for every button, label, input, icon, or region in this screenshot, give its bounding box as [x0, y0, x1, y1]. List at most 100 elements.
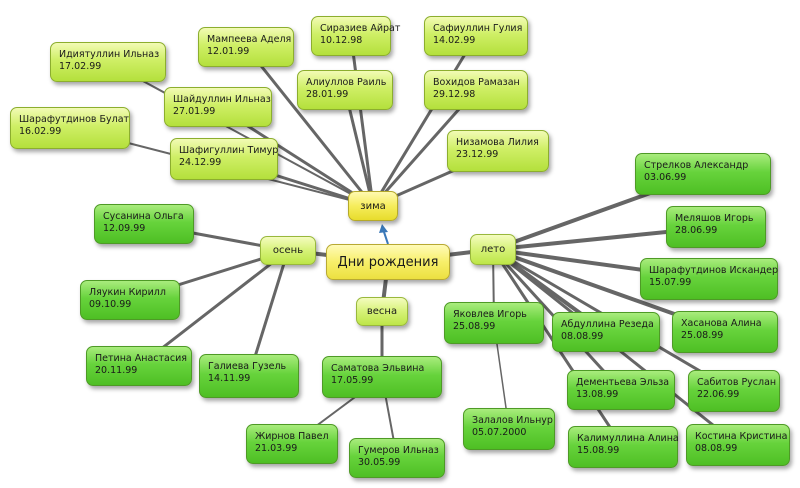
person-birthday: 09.10.99 [89, 299, 132, 310]
person-birthday: 24.12.99 [179, 157, 222, 168]
person-name: Ляукин Кирилл [89, 287, 166, 298]
person-card[interactable]: Жирнов Павел 21.03.99 [246, 424, 338, 464]
person-birthday: 27.01.99 [173, 106, 216, 117]
person-name: Стрелков Александр [644, 160, 749, 171]
person-name: Идиятуллин Ильназ [59, 49, 160, 60]
person-name: Петина Анастасия [95, 353, 187, 364]
person-name: Алиуллов Раиль [306, 77, 387, 88]
person-name: Вохидов Рамазан [433, 77, 520, 88]
person-birthday: 13.08.99 [576, 389, 619, 400]
season-summer-label: лето [480, 244, 506, 255]
person-card[interactable]: Стрелков Александр 03.06.99 [635, 153, 771, 195]
central-topic-label: Дни рождения [337, 254, 439, 270]
person-card[interactable]: Шайдуллин Ильназ 27.01.99 [164, 87, 272, 127]
winter-arrow-head [379, 224, 388, 233]
season-winter-label: зима [360, 200, 386, 212]
season-spring[interactable]: весна [356, 297, 408, 326]
person-birthday: 21.03.99 [255, 443, 298, 454]
person-name: Сабитов Руслан [697, 377, 777, 388]
person-name: Залалов Ильнур [472, 415, 553, 426]
person-birthday: 17.05.99 [331, 375, 374, 386]
person-birthday: 28.06.99 [675, 225, 718, 236]
person-birthday: 15.07.99 [649, 277, 692, 288]
person-birthday: 12.01.99 [207, 46, 250, 57]
person-card[interactable]: Мампеева Аделя 12.01.99 [198, 27, 294, 67]
person-card[interactable]: Саматова Эльвина 17.05.99 [322, 356, 442, 398]
person-card[interactable]: Шафигуллин Тимур 24.12.99 [170, 138, 278, 180]
person-birthday: 10.12.98 [320, 35, 363, 46]
person-card[interactable]: Костина Кристина 08.08.99 [686, 424, 790, 466]
person-name: Хасанова Алина [681, 318, 762, 329]
person-card[interactable]: Яковлев Игорь 25.08.99 [444, 302, 544, 344]
person-card[interactable]: Сабитов Руслан 22.06.99 [688, 370, 780, 412]
person-birthday: 16.02.99 [19, 126, 62, 137]
person-birthday: 25.08.99 [681, 330, 724, 341]
person-birthday: 17.02.99 [59, 61, 102, 72]
person-card[interactable]: Петина Анастасия 20.11.99 [86, 346, 192, 386]
person-birthday: 29.12.98 [433, 89, 476, 100]
person-card[interactable]: Калимуллина Алина 15.08.99 [568, 426, 679, 468]
person-name: Сиразиев Айрат [320, 23, 401, 34]
connector-winter-siraziev [349, 34, 375, 208]
season-summer[interactable]: лето [470, 234, 516, 265]
person-name: Галиева Гузель [208, 361, 287, 372]
person-name: Шарафутдинов Булат [19, 114, 130, 125]
person-card[interactable]: Ляукин Кирилл 09.10.99 [80, 280, 180, 320]
person-card[interactable]: Вохидов Рамазан 29.12.98 [424, 70, 528, 110]
person-card[interactable]: Галиева Гузель 14.11.99 [199, 354, 299, 398]
person-birthday: 05.07.2000 [472, 427, 527, 438]
person-birthday: 23.12.99 [456, 149, 499, 160]
person-name: Шайдуллин Ильназ [173, 94, 271, 105]
person-card[interactable]: Низамова Лилия 23.12.99 [447, 130, 549, 172]
person-name: Костина Кристина [695, 431, 788, 442]
person-name: Шафигуллин Тимур [179, 145, 279, 156]
person-card[interactable]: Сафиуллин Гулия 14.02.99 [424, 16, 528, 56]
person-birthday: 20.11.99 [95, 365, 138, 376]
person-name: Яковлев Игорь [453, 309, 527, 320]
person-name: Калимуллина Алина [577, 433, 679, 444]
person-card[interactable]: Алиуллов Раиль 28.01.99 [297, 70, 393, 110]
person-card[interactable]: Шарафутдинов Искандер 15.07.99 [640, 258, 778, 300]
person-name: Саматова Эльвина [331, 363, 425, 374]
connector-winter-safiullin_g [371, 34, 478, 208]
person-birthday: 12.09.99 [103, 223, 146, 234]
connector-winter-mampeeva [244, 45, 375, 208]
person-name: Гумеров Ильназ [358, 445, 439, 456]
winter-arrow-line [383, 231, 389, 245]
person-birthday: 25.08.99 [453, 321, 496, 332]
person-birthday: 14.11.99 [208, 373, 251, 384]
season-winter[interactable]: зима [348, 191, 398, 221]
person-birthday: 30.05.99 [358, 457, 401, 468]
person-birthday: 28.01.99 [306, 89, 349, 100]
person-card[interactable]: Абдуллина Резеда 08.08.99 [552, 312, 660, 352]
person-card[interactable]: Гумеров Ильназ 30.05.99 [349, 438, 445, 478]
connector-winter-idiatullin [107, 61, 374, 207]
person-name: Жирнов Павел [255, 431, 329, 442]
person-name: Дементьева Эльза [576, 377, 670, 388]
person-name: Низамова Лилия [456, 137, 539, 148]
person-name: Меляшов Игорь [675, 213, 754, 224]
person-birthday: 15.08.99 [577, 445, 620, 456]
person-birthday: 08.08.99 [561, 331, 604, 342]
person-card[interactable]: Шарафутдинов Булат 16.02.99 [10, 107, 130, 149]
central-topic[interactable]: Дни рождения [326, 244, 450, 280]
person-name: Мампеева Аделя [207, 34, 292, 45]
person-card[interactable]: Дементьева Эльза 13.08.99 [567, 370, 675, 410]
person-name: Абдуллина Резеда [561, 319, 654, 330]
person-birthday: 14.02.99 [433, 35, 476, 46]
season-autumn[interactable]: осень [260, 236, 316, 265]
person-card[interactable]: Хасанова Алина 25.08.99 [672, 311, 778, 353]
person-card[interactable]: Идиятуллин Ильназ 17.02.99 [50, 42, 166, 82]
person-birthday: 08.08.99 [695, 443, 738, 454]
person-card[interactable]: Сиразиев Айрат 10.12.98 [311, 16, 401, 56]
person-birthday: 03.06.99 [644, 172, 687, 183]
season-autumn-label: осень [272, 245, 304, 256]
person-name: Сусанина Ольга [103, 211, 184, 222]
person-card[interactable]: Меляшов Игорь 28.06.99 [666, 206, 766, 248]
person-card[interactable]: Сусанина Ольга 12.09.99 [94, 204, 194, 244]
person-birthday: 22.06.99 [697, 389, 740, 400]
season-spring-label: весна [366, 306, 398, 317]
person-name: Шарафутдинов Искандер [649, 265, 779, 276]
person-card[interactable]: Залалов Ильнур 05.07.2000 [463, 408, 555, 450]
person-name: Сафиуллин Гулия [433, 23, 523, 34]
